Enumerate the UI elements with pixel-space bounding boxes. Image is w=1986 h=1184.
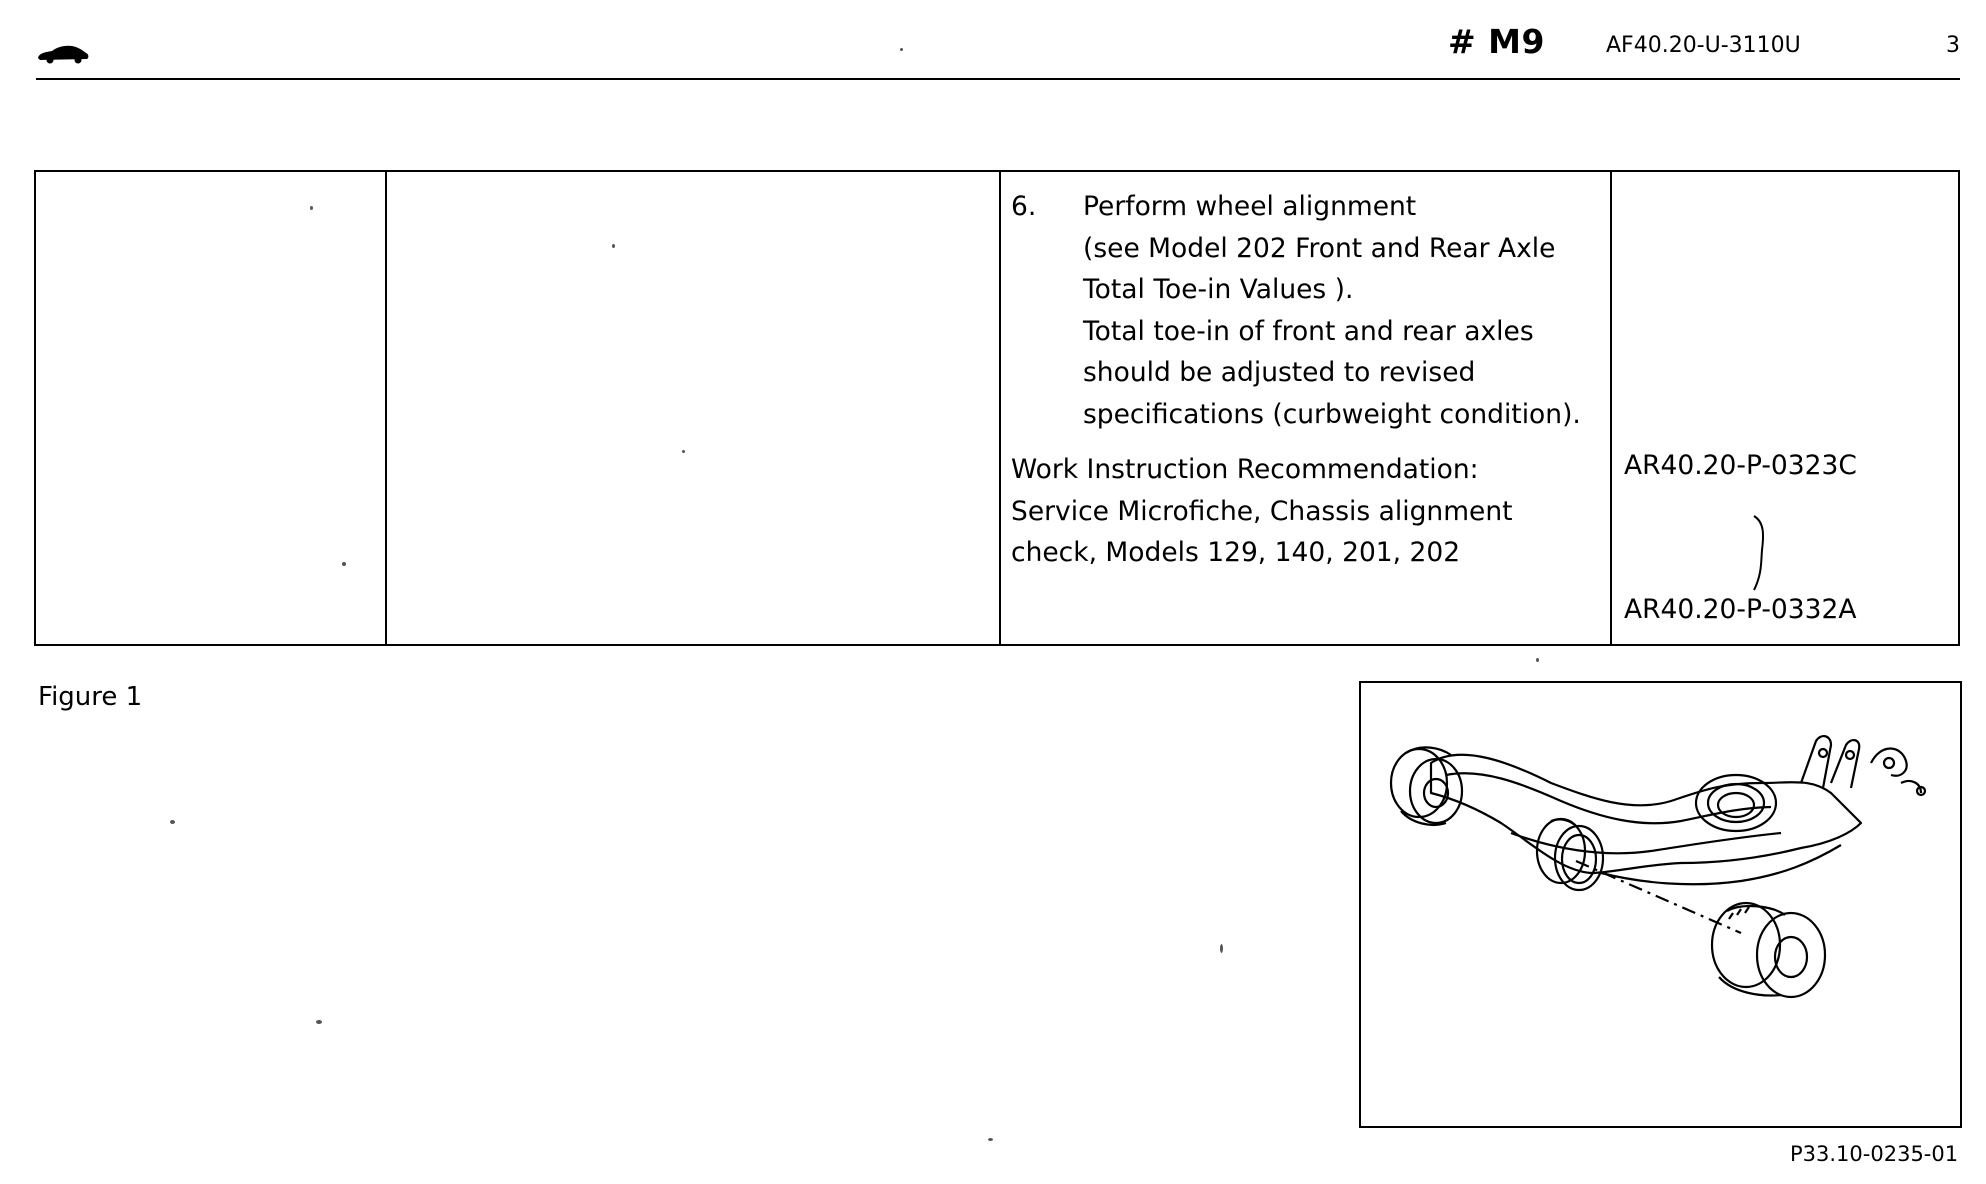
document-code: AF40.20-U-3110U bbox=[1606, 33, 1801, 58]
car-silhouette-icon bbox=[38, 45, 89, 64]
control-arm-bushing-illustration bbox=[1389, 735, 1927, 999]
document-number: # M9 bbox=[1448, 22, 1545, 61]
step-line: should be adjusted to revised bbox=[1083, 357, 1476, 388]
reference-code: AR40.20-P-0323C bbox=[1624, 450, 1857, 481]
bracket-mark bbox=[1753, 515, 1764, 591]
scan-speck bbox=[1220, 944, 1223, 953]
figure-code: P33.10-0235-01 bbox=[1790, 1142, 1959, 1166]
step-line: Total Toe-in Values ). bbox=[1083, 274, 1354, 305]
scan-speck bbox=[1536, 658, 1539, 662]
step-6: 6. Perform wheel alignment (see Model 20… bbox=[1001, 172, 1610, 435]
reference-code: AR40.20-P-0332A bbox=[1624, 594, 1857, 625]
step-number: 6. bbox=[1011, 191, 1037, 222]
step-line: Perform wheel alignment bbox=[1083, 191, 1417, 222]
work-instruction-line: check, Models 129, 140, 201, 202 bbox=[1011, 537, 1461, 568]
scan-speck bbox=[170, 820, 175, 824]
empty-cell-1 bbox=[34, 170, 387, 646]
work-instruction: Work Instruction Recommendation: Service… bbox=[1001, 435, 1610, 574]
step-text: Perform wheel alignment (see Model 202 F… bbox=[1083, 186, 1581, 435]
procedure-table: 6. Perform wheel alignment (see Model 20… bbox=[34, 170, 1960, 646]
instruction-cell: 6. Perform wheel alignment (see Model 20… bbox=[999, 170, 1612, 646]
scan-speck bbox=[682, 450, 685, 453]
figure-frame bbox=[1359, 681, 1962, 1128]
empty-cell-2 bbox=[385, 170, 1001, 646]
scan-speck bbox=[342, 562, 346, 566]
reference-cell: AR40.20-P-0323C AR40.20-P-0332A bbox=[1610, 170, 1960, 646]
table-row: 6. Perform wheel alignment (see Model 20… bbox=[34, 170, 1960, 646]
scan-speck bbox=[316, 1020, 322, 1024]
work-instruction-line: Work Instruction Recommendation: bbox=[1011, 454, 1479, 485]
step-line: specifications (curbweight condition). bbox=[1083, 398, 1581, 430]
scan-speck bbox=[310, 206, 313, 210]
scan-speck bbox=[900, 48, 903, 51]
step-line: (see Model 202 Front and Rear Axle bbox=[1083, 232, 1556, 264]
step-line: Total toe-in of front and rear axles bbox=[1083, 315, 1534, 347]
page-number: 3 bbox=[1946, 33, 1960, 58]
scan-speck bbox=[612, 244, 615, 248]
figure-label: Figure 1 bbox=[38, 682, 143, 712]
work-instruction-line: Service Microfiche, Chassis alignment bbox=[1011, 495, 1513, 527]
scan-speck bbox=[988, 1138, 993, 1141]
header-divider bbox=[36, 78, 1960, 80]
